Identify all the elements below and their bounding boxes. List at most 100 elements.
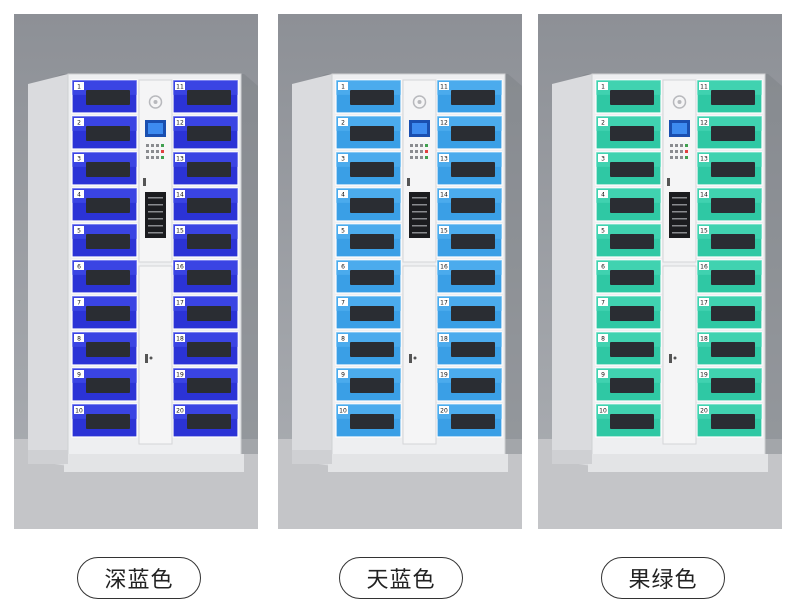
door-number: 7 bbox=[77, 300, 81, 307]
door-number: 10 bbox=[339, 408, 347, 415]
door-number-tag bbox=[439, 190, 449, 198]
door-number: 11 bbox=[700, 84, 708, 91]
locker-window bbox=[711, 270, 755, 285]
door-number: 13 bbox=[440, 156, 448, 163]
locker-window bbox=[610, 306, 654, 321]
locker-window bbox=[86, 162, 130, 177]
door-number: 9 bbox=[77, 372, 81, 379]
color-option-sky-blue[interactable]: 天蓝色 bbox=[339, 557, 463, 599]
door-number: 19 bbox=[700, 372, 708, 379]
keypad-key bbox=[425, 156, 428, 159]
door-number-tag bbox=[699, 118, 709, 126]
door-number-tag bbox=[338, 370, 348, 378]
locker-window bbox=[350, 198, 394, 213]
locker-window bbox=[610, 270, 654, 285]
door-number-tag bbox=[175, 226, 185, 234]
door-number: 3 bbox=[341, 156, 345, 163]
locker-window bbox=[187, 306, 231, 321]
door-number-tag bbox=[338, 190, 348, 198]
door-number: 6 bbox=[341, 264, 345, 271]
info-plaque-line bbox=[672, 197, 687, 199]
door-number: 15 bbox=[700, 228, 708, 235]
door-number-tag bbox=[338, 154, 348, 162]
door-number: 5 bbox=[601, 228, 605, 235]
keypad-key bbox=[415, 150, 418, 153]
keypad-key bbox=[685, 150, 688, 153]
keypad-key bbox=[675, 150, 678, 153]
door-number-tag bbox=[338, 406, 348, 414]
touch-screen-display bbox=[412, 123, 427, 134]
door-number: 12 bbox=[440, 120, 448, 127]
door-number: 18 bbox=[176, 336, 184, 343]
info-plaque bbox=[409, 192, 430, 238]
color-option-label: 果绿色 bbox=[628, 568, 698, 593]
door-number: 16 bbox=[700, 264, 708, 271]
cabinet-side bbox=[292, 74, 332, 466]
locker-window bbox=[451, 378, 495, 393]
locker-window bbox=[610, 342, 654, 357]
door-number: 14 bbox=[176, 192, 184, 199]
info-plaque-line bbox=[412, 204, 427, 206]
door-number: 20 bbox=[700, 408, 708, 415]
info-plaque-line bbox=[412, 197, 427, 199]
locker-window bbox=[711, 126, 755, 141]
cabinet-base-side bbox=[552, 450, 592, 464]
door-number: 1 bbox=[601, 84, 605, 91]
door-number: 19 bbox=[176, 372, 184, 379]
door-number: 10 bbox=[75, 408, 83, 415]
locker-window bbox=[610, 414, 654, 429]
keypad-key bbox=[410, 150, 413, 153]
locker-window bbox=[86, 378, 130, 393]
info-plaque-line bbox=[412, 232, 427, 234]
door-number: 18 bbox=[700, 336, 708, 343]
keypad-key bbox=[425, 144, 428, 147]
cabinet-base-side bbox=[292, 450, 332, 464]
door-number: 17 bbox=[176, 300, 184, 307]
color-option-fruit-green[interactable]: 果绿色 bbox=[601, 557, 725, 599]
door-number-tag bbox=[74, 118, 84, 126]
locker-window bbox=[187, 126, 231, 141]
door-number-tag bbox=[439, 82, 449, 90]
door-number-tag bbox=[439, 118, 449, 126]
door-number: 2 bbox=[341, 120, 345, 127]
locker-window bbox=[711, 306, 755, 321]
keypad-key bbox=[156, 144, 159, 147]
info-plaque-line bbox=[412, 211, 427, 213]
door-number-tag bbox=[699, 82, 709, 90]
locker-window bbox=[187, 234, 231, 249]
keypad-key bbox=[420, 144, 423, 147]
locker-window bbox=[711, 378, 755, 393]
storage-door bbox=[662, 265, 697, 445]
door-number-tag bbox=[699, 154, 709, 162]
cabinet-base bbox=[328, 454, 508, 472]
door-number-tag bbox=[74, 298, 84, 306]
door-number-tag bbox=[699, 226, 709, 234]
keypad-key bbox=[415, 156, 418, 159]
door-number-tag bbox=[699, 334, 709, 342]
color-option-label: 深蓝色 bbox=[104, 568, 174, 593]
keypad-key bbox=[146, 150, 149, 153]
keypad-key bbox=[680, 156, 683, 159]
door-number-tag bbox=[439, 298, 449, 306]
door-number: 15 bbox=[176, 228, 184, 235]
info-plaque-line bbox=[148, 211, 163, 213]
info-plaque-line bbox=[672, 225, 687, 227]
keypad-key bbox=[420, 156, 423, 159]
door-number-tag bbox=[699, 190, 709, 198]
door-number: 11 bbox=[440, 84, 448, 91]
locker-window bbox=[187, 414, 231, 429]
cabinet-side bbox=[552, 74, 592, 466]
keypad-key bbox=[410, 144, 413, 147]
cabinet-base bbox=[64, 454, 244, 472]
door-number: 10 bbox=[599, 408, 607, 415]
door-number-tag bbox=[598, 406, 608, 414]
color-option-dark-blue[interactable]: 深蓝色 bbox=[77, 557, 201, 599]
door-number-tag bbox=[74, 82, 84, 90]
lock-dot bbox=[673, 356, 677, 360]
door-number-tag bbox=[598, 262, 608, 270]
door-number-tag bbox=[74, 190, 84, 198]
door-number-tag bbox=[175, 298, 185, 306]
camera-icon bbox=[153, 100, 158, 104]
key-lock-icon bbox=[145, 354, 148, 363]
